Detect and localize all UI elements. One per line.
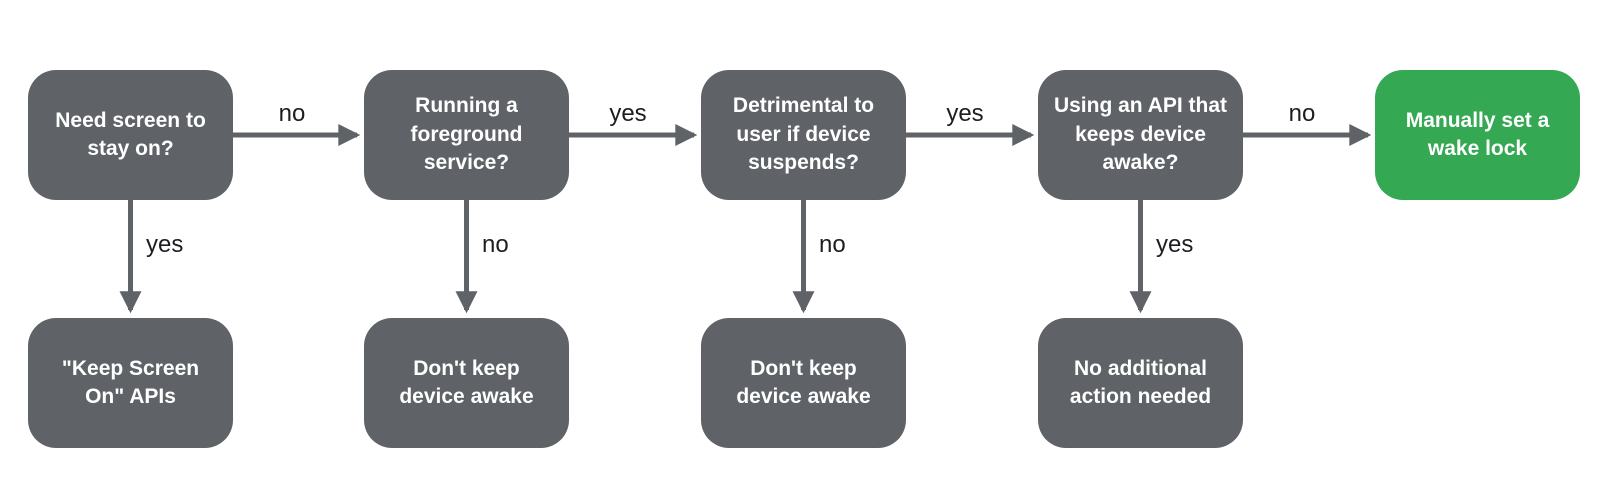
node-label: Detrimental to user if device suspends?	[732, 94, 875, 175]
node-detrimental-suspend: Detrimental to user if device suspends?	[701, 70, 906, 200]
edge-label-foreground-yes: yes	[609, 100, 647, 127]
node-dont-keep-awake-2: Don't keep device awake	[701, 318, 906, 448]
node-label: "Keep Screen On" APIs	[61, 356, 200, 408]
node-label: Don't keep device awake	[736, 356, 871, 408]
node-no-action-needed: No additional action needed	[1038, 318, 1243, 448]
edge-label-api-yes: yes	[1156, 231, 1194, 258]
node-set-wake-lock: Manually set a wake lock	[1375, 70, 1580, 200]
node-foreground-service: Running a foreground service?	[364, 70, 569, 200]
node-api-keeps-awake: Using an API that keeps device awake?	[1038, 70, 1243, 200]
node-label: Using an API that keeps device awake?	[1053, 94, 1228, 175]
node-label: No additional action needed	[1069, 356, 1212, 408]
edge-label-need-screen-yes: yes	[146, 231, 184, 258]
edge-label-need-screen-no: no	[278, 100, 306, 127]
edge-label-detrimental-no: no	[819, 231, 846, 258]
edge-label-foreground-no: no	[482, 231, 509, 258]
node-label: Running a foreground service?	[410, 94, 523, 175]
node-label: Manually set a wake lock	[1405, 108, 1550, 160]
node-label: Don't keep device awake	[399, 356, 534, 408]
node-need-screen: Need screen to stay on?	[28, 70, 233, 200]
edge-label-api-no: no	[1288, 100, 1316, 127]
node-label: Need screen to stay on?	[55, 108, 206, 160]
node-keep-screen-on-apis: "Keep Screen On" APIs	[28, 318, 233, 448]
edge-label-detrimental-yes: yes	[946, 100, 984, 127]
node-dont-keep-awake-1: Don't keep device awake	[364, 318, 569, 448]
